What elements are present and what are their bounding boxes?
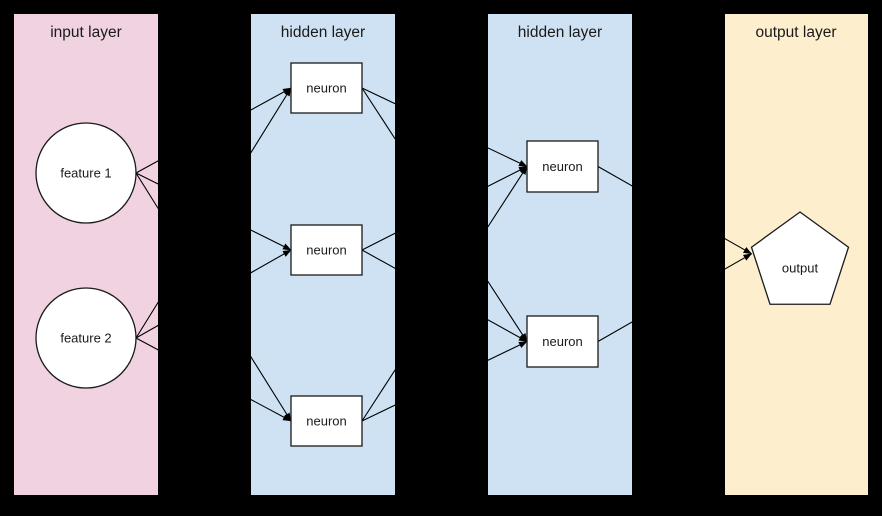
layer-panel-input [14,14,158,495]
layer-title-hidden1: hidden layer [281,24,365,41]
node-hidden1-1[interactable] [290,224,363,276]
node-input-1[interactable] [35,287,137,389]
edge-hidden1-to-hidden2 [361,87,528,343]
edge-hidden1-to-hidden2 [361,249,528,342]
node-label-hidden2-1: neuron [542,334,582,349]
node-label-hidden1-1: neuron [306,243,346,258]
edge-hidden2-to-output [597,253,753,342]
connection-edges [135,87,753,422]
layer-title-output: output layer [756,24,837,41]
edge-hidden1-to-hidden2 [361,166,528,251]
edge-input-to-hidden1 [135,172,292,251]
edge-input-to-hidden1 [135,87,292,174]
node-hidden1-0[interactable] [290,62,363,114]
edge-input-to-hidden1 [135,172,292,422]
node-input-0[interactable] [35,122,137,224]
layer-panels [14,14,868,495]
layer-title-input: input layer [50,24,122,41]
node-label-hidden1-0: neuron [306,81,346,96]
node-label-hidden1-2: neuron [306,414,346,429]
layer-panel-hidden2 [488,14,632,495]
node-hidden2-0[interactable] [526,140,599,193]
edge-input-to-hidden1 [135,337,292,422]
node-hidden1-2[interactable] [290,395,363,447]
node-label-input-0: feature 1 [60,166,111,181]
edge-hidden1-to-hidden2 [361,165,528,422]
node-label-input-1: feature 2 [60,331,111,346]
layer-titles: input layer hidden layer hidden layer outpu… [50,24,836,41]
node-label-hidden2-0: neuron [542,159,582,174]
edge-input-to-hidden1 [135,249,292,339]
edge-hidden1-to-hidden2 [361,341,528,422]
edge-hidden2-to-output [597,166,753,255]
node-hidden2-1[interactable] [526,315,599,368]
layer-nodes: feature 1 feature 2 neuron neuron neuron neur… [35,62,850,447]
edge-hidden1-to-hidden2 [361,87,528,167]
edge-input-to-hidden1 [135,87,292,339]
node-output-0[interactable] [750,211,850,305]
node-label-output-0: output [782,261,819,276]
layer-title-hidden2: hidden layer [518,24,602,41]
